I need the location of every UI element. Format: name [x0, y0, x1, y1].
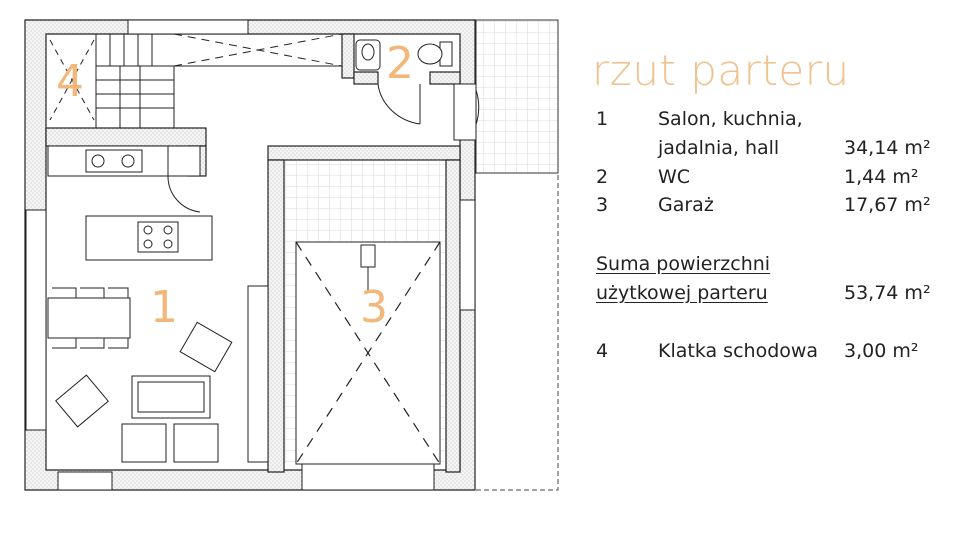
terrace-outline [475, 175, 559, 491]
garage-car-outline [295, 241, 441, 465]
stairs-name: Klatka schodowa [658, 340, 819, 362]
kitchen-island [85, 215, 213, 261]
wc-fixtures [355, 39, 453, 71]
sum-label-line2: użytkowej parteru [596, 282, 768, 304]
living-furniture [55, 285, 269, 463]
room-1-name-line1: Salon, kuchnia, [658, 108, 803, 130]
floor-plan: 1 2 3 4 [24, 19, 559, 491]
room-1-area: 34,14 m² [844, 137, 931, 159]
room-2-name: WC [658, 166, 691, 188]
room-3-name: Garaż [658, 194, 714, 216]
room-label-3: 3 [360, 282, 388, 333]
room-1-name-line2: jadalnia, hall [658, 137, 780, 159]
room-3-num: 3 [596, 194, 609, 216]
entrance [453, 83, 477, 141]
windows [25, 19, 476, 491]
stairs-area: 3,00 m² [844, 340, 919, 362]
sum-area: 53,74 m² [844, 282, 931, 304]
room-label-4: 4 [56, 56, 84, 107]
room-2-num: 2 [596, 166, 609, 188]
plan-title: rzut parteru [592, 46, 850, 95]
room-3-area: 17,67 m² [844, 194, 931, 216]
garage-door [301, 463, 435, 491]
staircase [49, 33, 343, 129]
room-2-area: 1,44 m² [844, 166, 919, 188]
room-label-1: 1 [150, 282, 178, 333]
stairs-num: 4 [596, 340, 609, 362]
room-1-num: 1 [596, 108, 609, 130]
kitchen-counter [47, 145, 201, 177]
room-label-2: 2 [386, 38, 414, 89]
dining-table [47, 287, 131, 349]
sum-label-line1: Suma powierzchni [596, 253, 771, 275]
terrace-tiles [475, 19, 559, 174]
